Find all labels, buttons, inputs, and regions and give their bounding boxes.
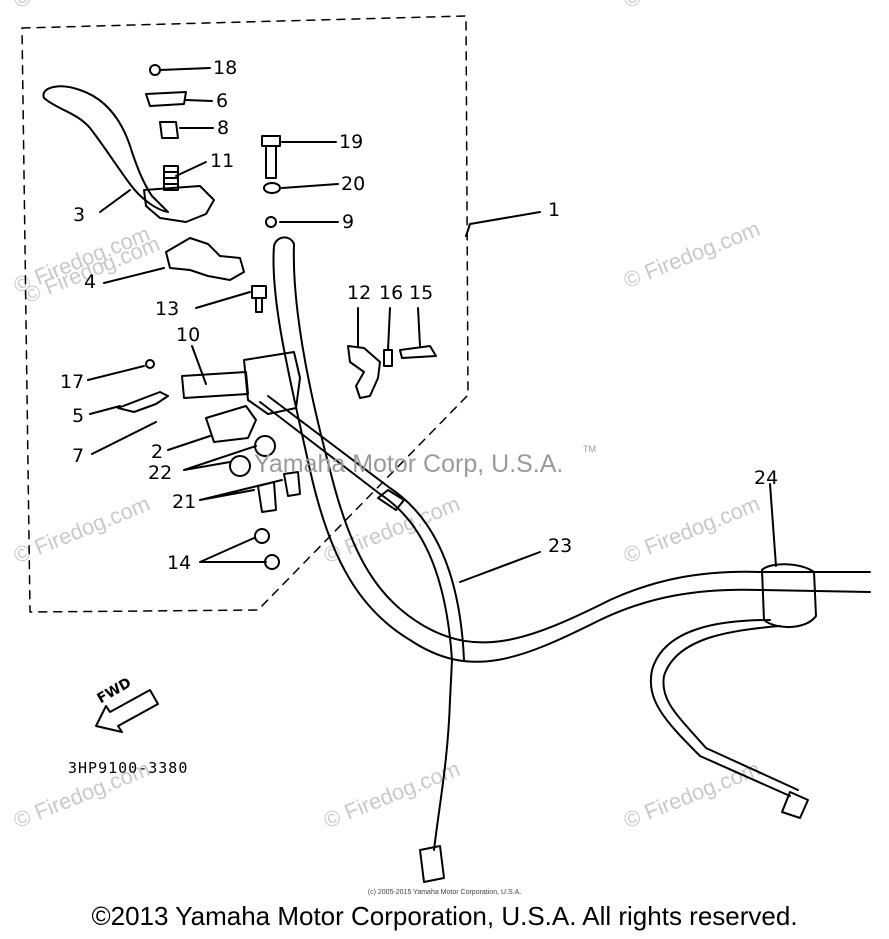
spring: [163, 165, 179, 191]
callout-9: 9: [342, 211, 355, 233]
nut-14b: [264, 554, 280, 570]
part-12: [347, 345, 381, 399]
nut-14a: [254, 528, 270, 544]
callout-19: 19: [339, 131, 364, 153]
switch-wire-2: [662, 625, 799, 791]
nut-9: [265, 216, 277, 228]
bolt-15: [399, 345, 437, 359]
handlebar: [272, 245, 871, 663]
callout-14: 14: [167, 552, 192, 574]
bolt-13: [251, 285, 267, 313]
callout-23: 23: [548, 535, 573, 557]
throttle-cable-2: [267, 395, 465, 661]
callout-10: 10: [176, 324, 201, 346]
cable-end: [419, 845, 445, 883]
nut-18: [149, 64, 161, 76]
washer-20: [263, 182, 281, 194]
washer-22b: [229, 455, 251, 477]
trademark-mark: TM: [583, 444, 596, 454]
throttle-cable: [259, 401, 453, 851]
cable-adjuster: [377, 489, 405, 511]
callout-17: 17: [60, 371, 85, 393]
part-2: [205, 405, 257, 443]
callout-7: 7: [72, 445, 85, 467]
callout-18: 18: [213, 57, 238, 79]
callout-8: 8: [217, 117, 230, 139]
screw-21b: [283, 471, 301, 497]
handlebar-end: [273, 236, 295, 247]
plate-6: [145, 91, 187, 107]
clutch-lever: [42, 85, 169, 213]
fwd-arrow-icon: [95, 689, 159, 733]
switch-connector: [781, 791, 809, 819]
bolt-8: [159, 121, 179, 139]
lever-5: [117, 391, 169, 413]
callout-24: 24: [754, 467, 779, 489]
callout-6: 6: [216, 90, 229, 112]
nut-17: [145, 359, 155, 369]
callout-21: 21: [172, 491, 197, 513]
callout-13: 13: [155, 298, 180, 320]
handlebar-inner: [292, 243, 871, 644]
callout-22: 22: [148, 462, 173, 484]
bolt-19: [261, 135, 281, 179]
screw-21a: [257, 481, 277, 513]
lever-holder: [143, 185, 215, 223]
callout-15: 15: [409, 282, 434, 304]
brand-overlay: Yamaha Motor Corp, U.S.A.: [254, 450, 564, 478]
callout-4: 4: [84, 271, 97, 293]
callout-12: 12: [347, 282, 372, 304]
assembly-boundary: [21, 15, 469, 613]
switch-wire: [649, 619, 791, 797]
right-switch: [761, 563, 817, 628]
callout-11: 11: [210, 150, 235, 172]
copyright-footer: ©2013 Yamaha Motor Corporation, U.S.A. A…: [91, 901, 798, 931]
callout-16: 16: [379, 282, 404, 304]
callout-5: 5: [72, 405, 85, 427]
part-number: 3HP9100-3380: [68, 759, 189, 777]
callout-3: 3: [73, 204, 86, 226]
small-copyright: (c) 2005-2015 Yamaha Motor Corporation, …: [367, 889, 522, 896]
callout-20: 20: [341, 173, 366, 195]
bracket-4: [165, 237, 245, 281]
part-10: [181, 371, 249, 399]
callout-2: 2: [151, 441, 164, 463]
callout-1: 1: [548, 199, 561, 221]
spring-16: [383, 349, 393, 367]
